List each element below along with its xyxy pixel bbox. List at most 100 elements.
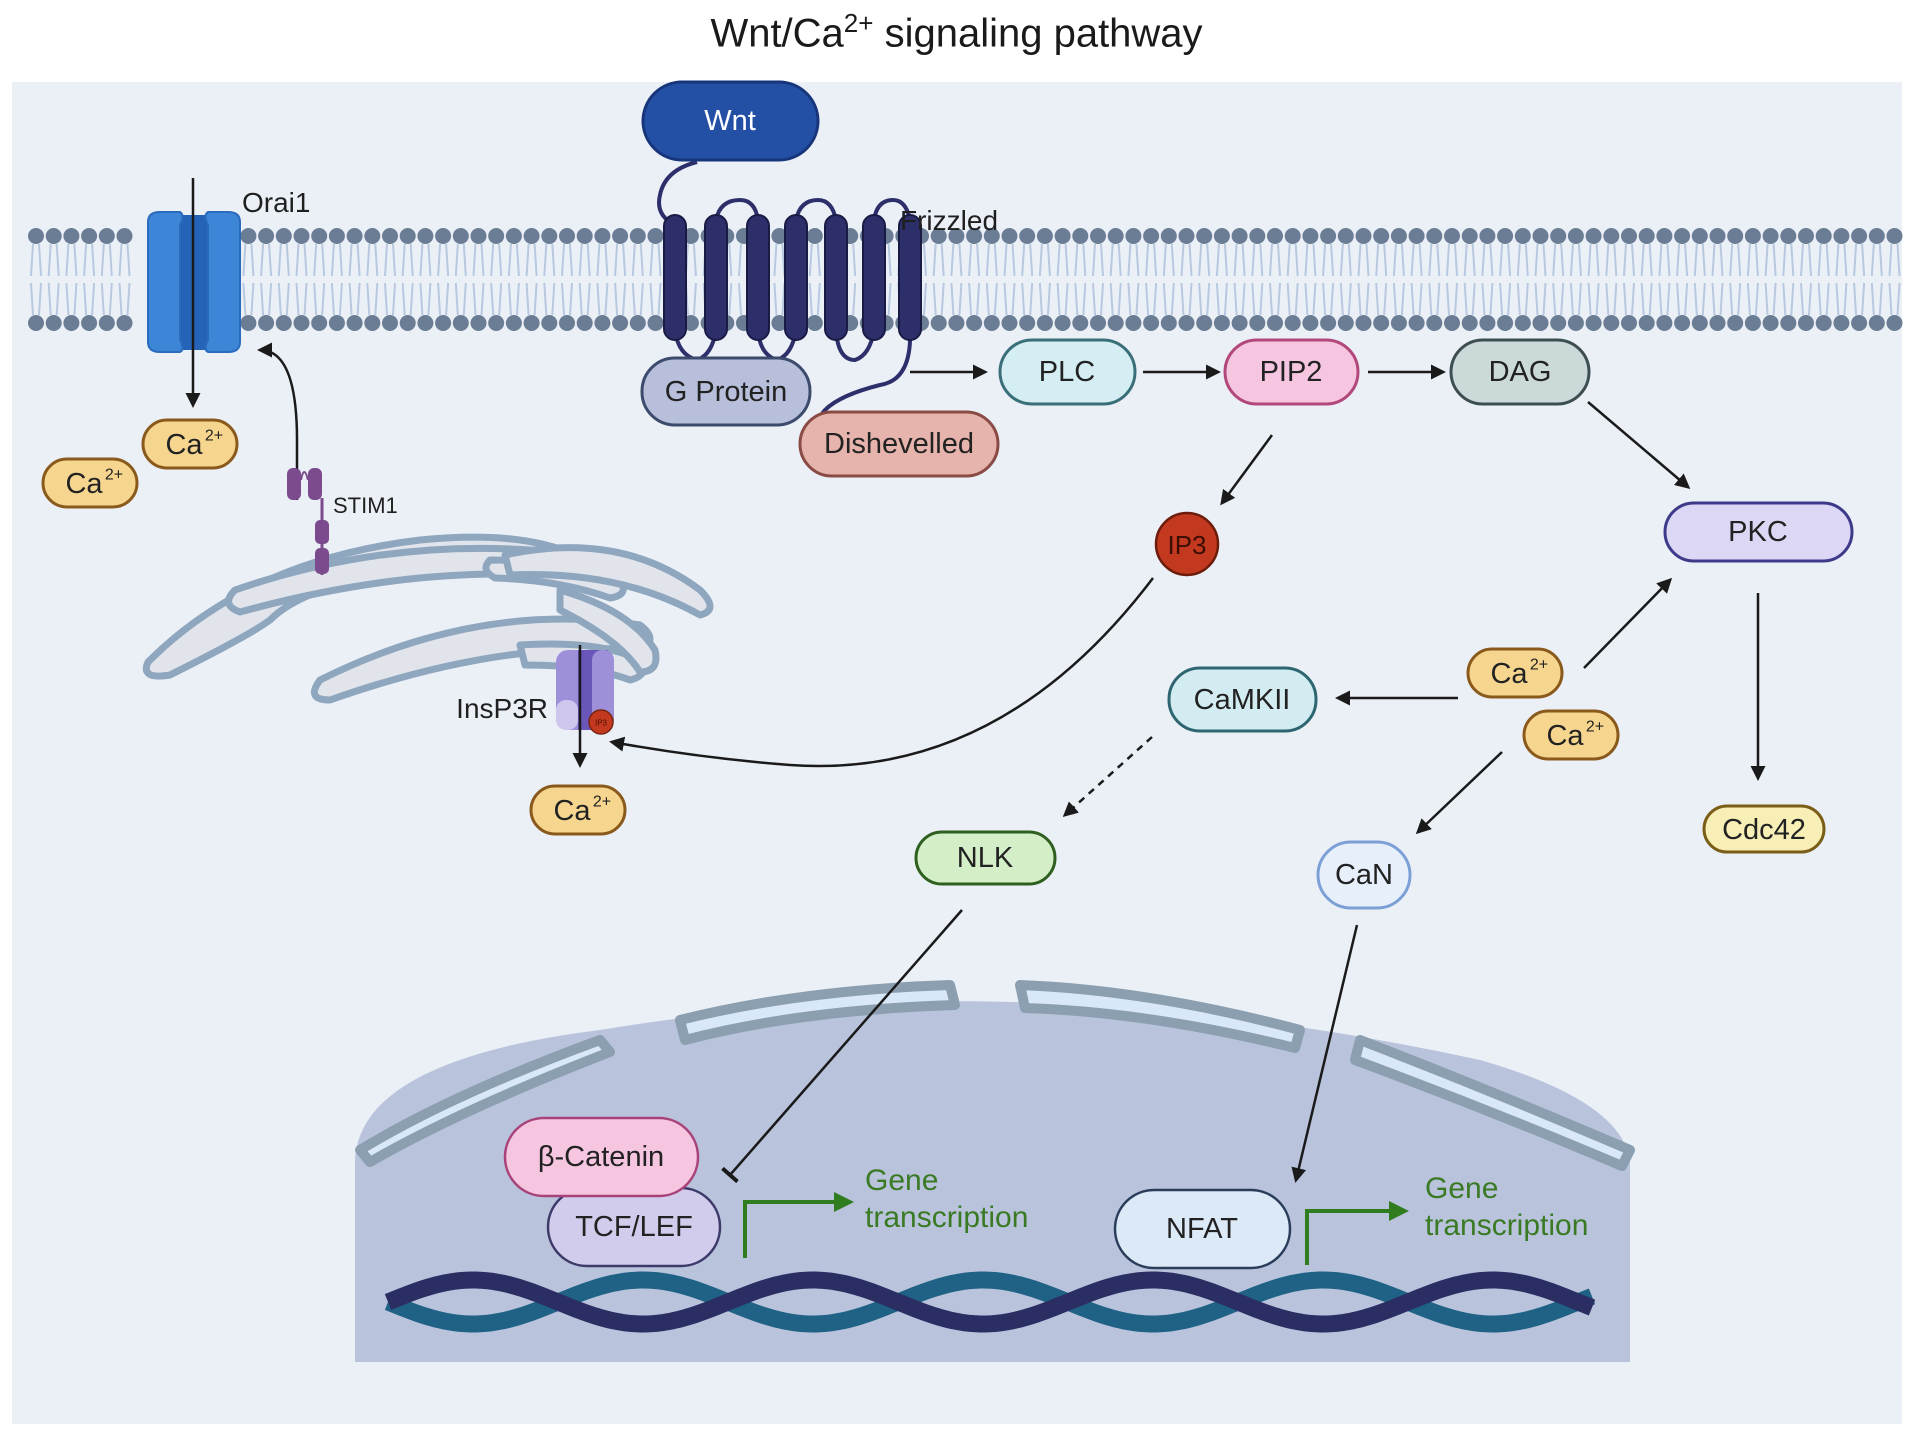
lipid-tail [1701, 243, 1706, 277]
lipid-tail [1277, 282, 1281, 316]
lipid-head [1373, 228, 1390, 244]
node-pip2[interactable]: PIP2 [1223, 338, 1360, 406]
lipid-tail [1524, 282, 1529, 316]
node-ip3[interactable]: IP3 [1154, 511, 1220, 577]
lipid-tail [1754, 282, 1759, 316]
lipid-head [28, 228, 44, 244]
node-camkii[interactable]: CaMKII [1167, 666, 1318, 733]
lipid-head [505, 228, 522, 244]
lipid-tail [1056, 282, 1061, 316]
lipid-tail [543, 282, 548, 316]
lipid-tail [1109, 282, 1114, 316]
lipid-head [771, 315, 788, 331]
lipid-tail [1011, 282, 1016, 316]
frizzled-helix [663, 214, 687, 341]
lipid-tail [1251, 282, 1256, 316]
lipid-tail [1446, 282, 1450, 316]
lipid-tail [1542, 282, 1547, 316]
lipid-head [594, 228, 611, 244]
lipid-tail [1729, 282, 1734, 316]
frizzled-helix [784, 214, 808, 341]
node-dishevelled[interactable]: Dishevelled [798, 410, 1000, 478]
lipid-tail [1746, 282, 1751, 316]
lipid-tail [118, 282, 123, 316]
insp3r-subunit [556, 700, 578, 730]
node-pkc[interactable]: PKC [1663, 501, 1854, 563]
lipid-tail [277, 243, 282, 277]
node-tcf-lef[interactable]: TCF/LEF [546, 1186, 722, 1268]
node-dag[interactable]: DAG [1449, 338, 1591, 406]
node-g-protein[interactable]: G Protein [640, 356, 812, 427]
lipid-tail [38, 243, 42, 277]
lipid-head [1674, 315, 1691, 331]
lipid-head [1284, 315, 1301, 331]
title-superscript: 2+ [843, 8, 874, 38]
lipid-head [1267, 315, 1283, 331]
lipid-tail [631, 243, 636, 277]
dishevelled-shape [798, 410, 1000, 478]
lipid-head [1798, 315, 1814, 331]
lipid-head [81, 228, 98, 244]
node-can[interactable]: CaN [1316, 840, 1412, 910]
node-cdc42[interactable]: Cdc42 [1702, 804, 1826, 854]
lipid-tail [985, 243, 990, 277]
lipid-tail [515, 243, 520, 277]
node-nfat[interactable]: NFAT [1113, 1188, 1292, 1270]
lipid-tail [1029, 282, 1034, 316]
lipid-tail [1499, 282, 1504, 316]
lipid-tail [1162, 243, 1167, 277]
lipid-tail [1357, 282, 1362, 316]
lipid-head [1355, 315, 1372, 331]
lipid-head [488, 228, 505, 244]
lipid-tail [515, 282, 520, 316]
lipid-head [1621, 228, 1637, 244]
nuclear-envelope [355, 980, 1635, 1171]
lipid-tail [83, 282, 88, 316]
lipid-tail [1011, 243, 1016, 277]
node-beta-catenin[interactable]: β-Catenin [503, 1116, 700, 1198]
stim1-domain [308, 468, 322, 500]
lipid-head [1302, 228, 1319, 244]
lipid-head [983, 228, 1000, 244]
lipid-tail [55, 282, 60, 316]
lipid-head [1532, 228, 1549, 244]
lipid-head [1567, 315, 1584, 331]
lipid-head [1001, 315, 1018, 331]
can-shape [1316, 840, 1412, 910]
lipid-head [541, 315, 558, 331]
edge-dag-pkc [1587, 401, 1691, 489]
lipid-tail [1693, 282, 1698, 316]
lipid-head [1390, 315, 1407, 331]
node-nlk[interactable]: NLK [914, 830, 1057, 886]
lipid-tail [1330, 243, 1335, 277]
node-plc[interactable]: PLC [998, 338, 1137, 406]
lipid-head [1019, 228, 1036, 244]
lipid-head [1231, 228, 1248, 244]
lipid-tail [1074, 243, 1079, 277]
lipid-tail [268, 282, 273, 316]
lipid-tail [1127, 282, 1132, 316]
cdc42-label: Cdc42 [1722, 814, 1806, 846]
lipid-tail [498, 282, 503, 316]
stim1-domain [315, 520, 329, 544]
lipid-head [452, 315, 469, 331]
edge-camkii-nlk [1062, 736, 1153, 818]
pkc-shape [1663, 501, 1854, 563]
lipid-tail [1471, 243, 1476, 277]
lipid-tail [1304, 243, 1309, 277]
lipid-tail [1277, 243, 1281, 277]
dna-strand [384, 1271, 1596, 1333]
node-wnt[interactable]: Wnt [641, 80, 820, 162]
lipid-tail [1312, 282, 1317, 316]
lipid-head [1514, 315, 1531, 331]
lipid-tail [1808, 243, 1812, 277]
lipid-tail [1392, 243, 1397, 277]
lipid-tail [1259, 282, 1264, 316]
lipid-head [1532, 315, 1549, 331]
lipid-tail [1410, 282, 1415, 316]
